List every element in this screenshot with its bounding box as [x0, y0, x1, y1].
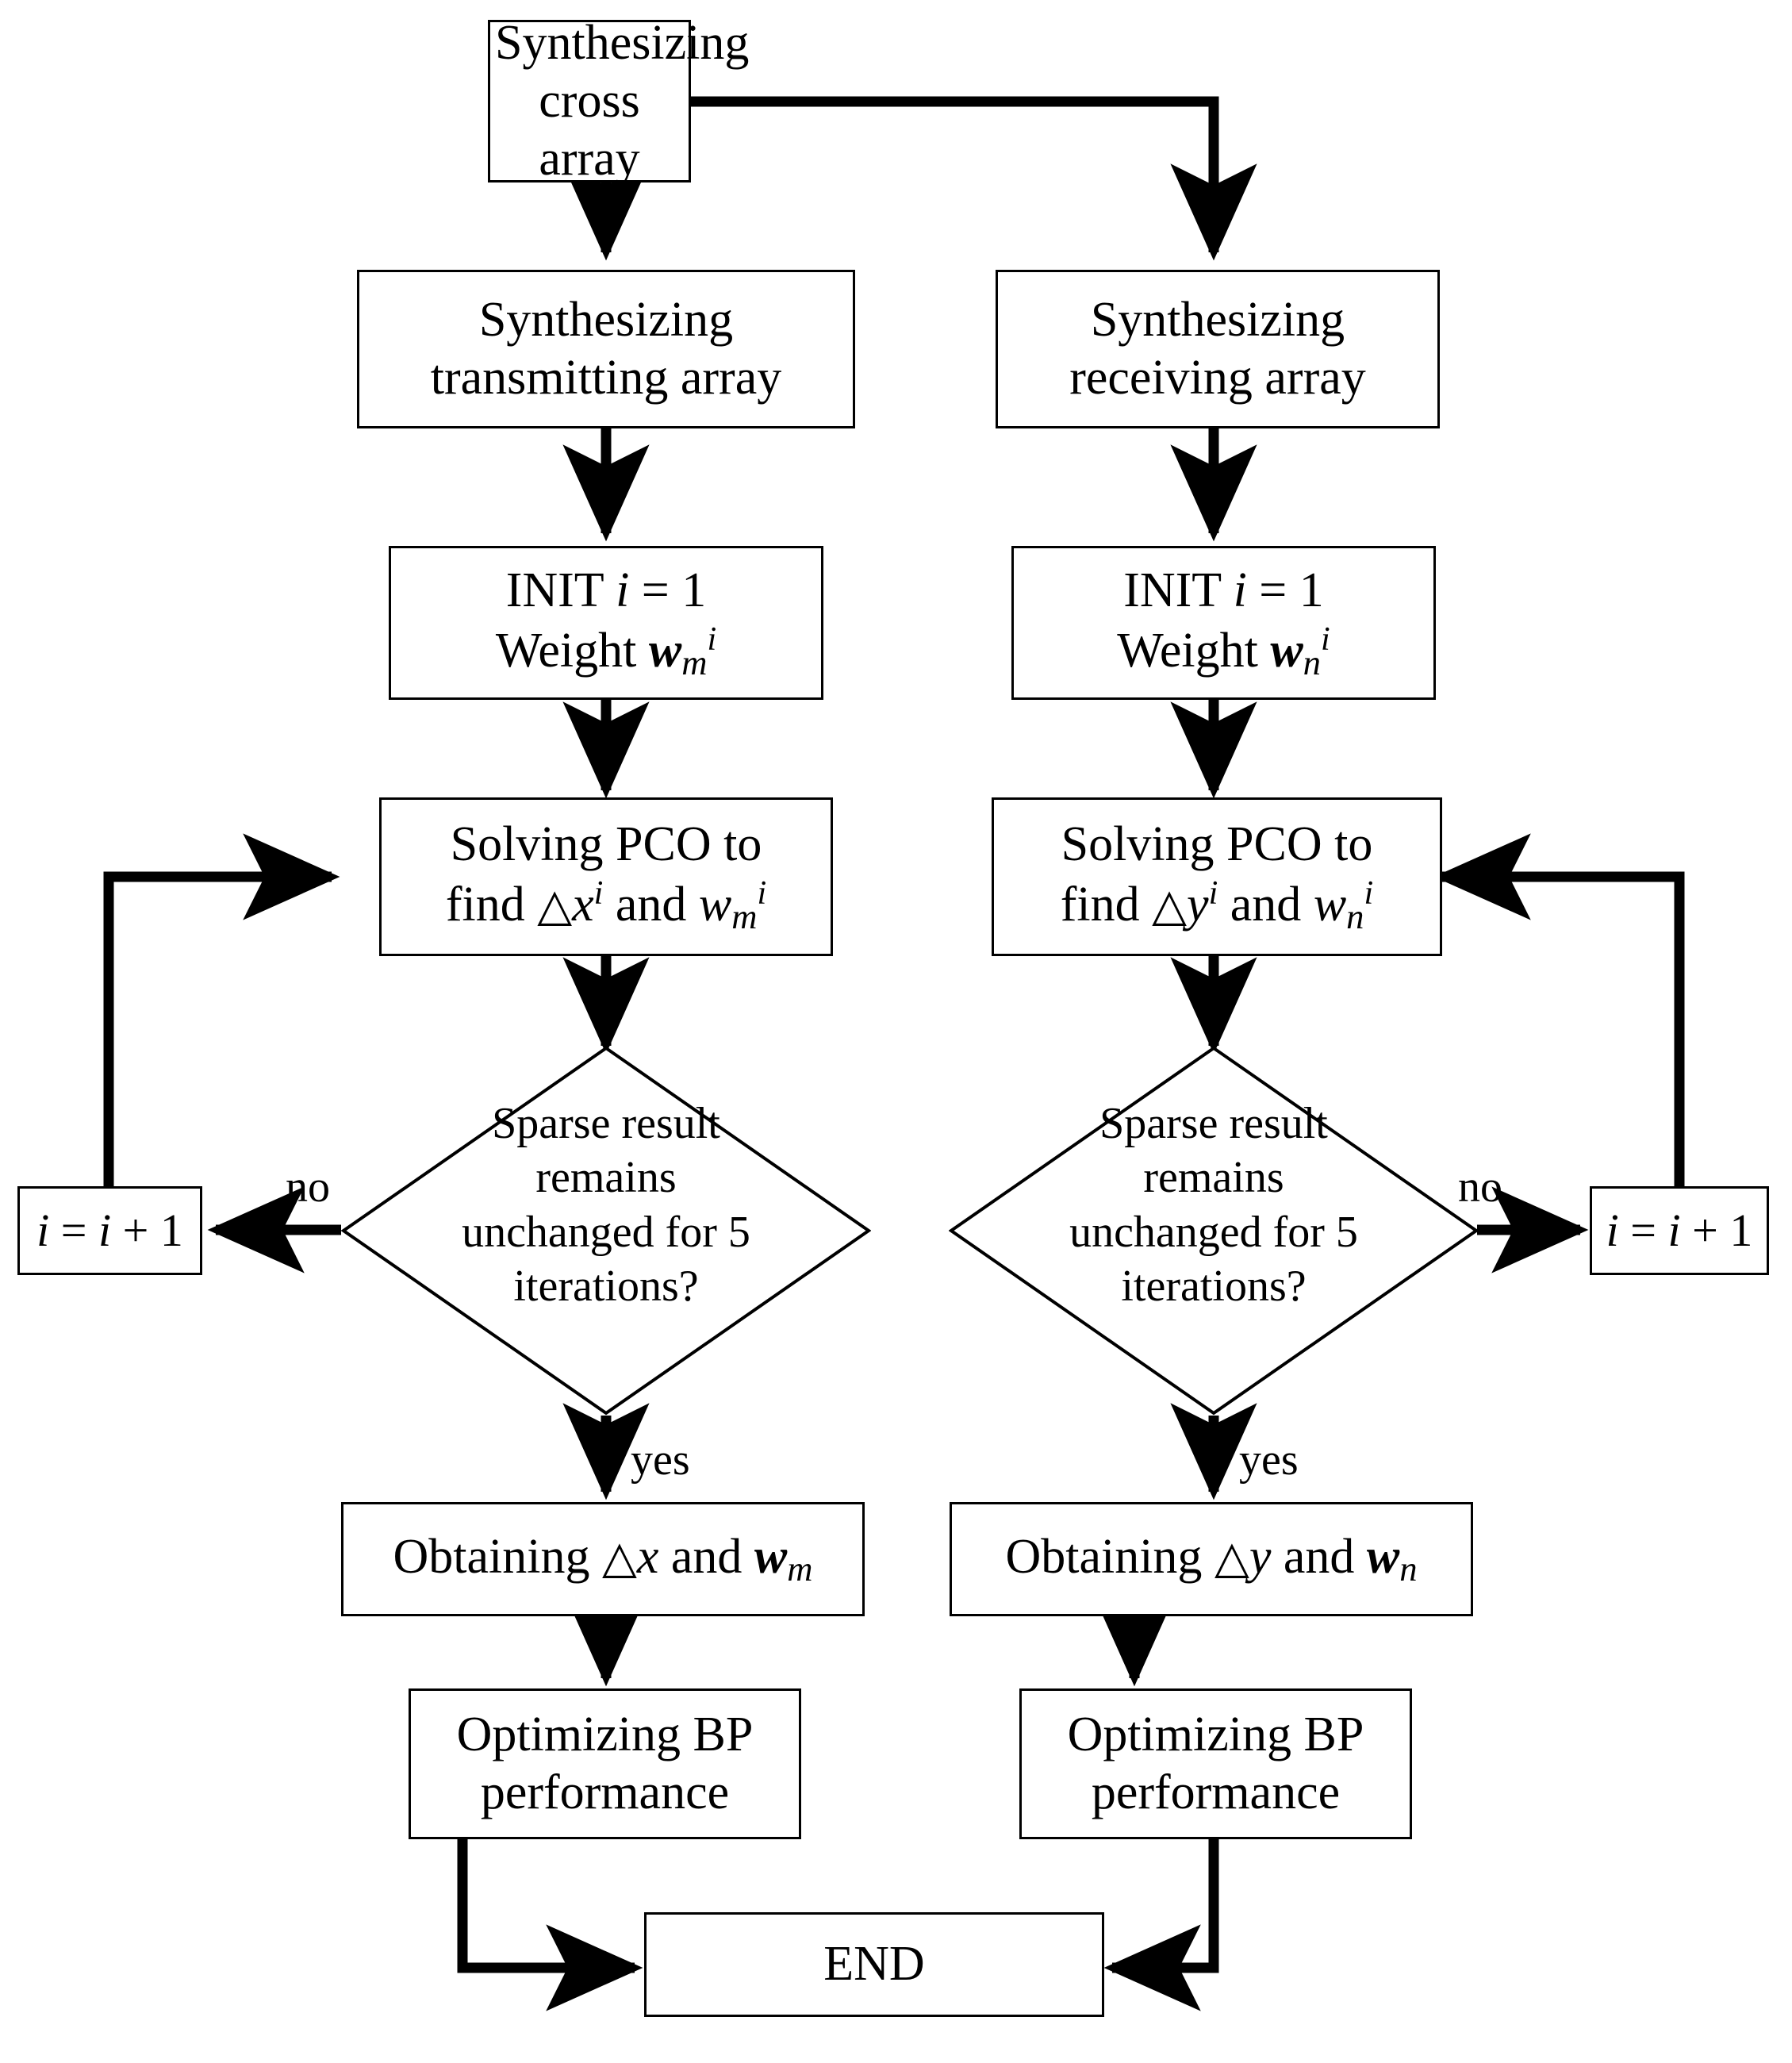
left-pco-delta: △ — [537, 881, 573, 932]
right-decision-diamond-shape[interactable] — [949, 1046, 1479, 1416]
right-increment-text: i = i + 1 — [1606, 1204, 1753, 1256]
left-init-line1: INIT i = 1 — [505, 563, 707, 618]
node-left-optimizing-bp[interactable]: Optimizing BP performance — [409, 1688, 801, 1839]
edge-right-loop-back — [1433, 833, 1685, 1186]
left-init-var-i: i — [616, 563, 630, 618]
right-pco-weight-w: w — [1313, 878, 1347, 932]
left-pco-weight-w: w — [698, 878, 732, 932]
left-init-weight-sup: i — [707, 620, 717, 659]
right-optimize-line2: performance — [1091, 1765, 1341, 1819]
left-synth-line1: Synthesizing — [478, 292, 734, 347]
left-synth-text: Synthesizing transmitting array — [359, 291, 853, 407]
end-label: END — [823, 1937, 925, 1992]
left-obtain-var-x: x — [636, 1530, 659, 1585]
right-init-weight-w: w — [1270, 624, 1303, 678]
edge-start-to-right-synth — [690, 96, 1257, 261]
edge-right-optimize-to-end — [1103, 1839, 1219, 2011]
right-pco-line2: find △yi and wni — [1060, 874, 1374, 937]
node-synthesizing-receiving-array[interactable]: Synthesizing receiving array — [996, 270, 1440, 428]
right-obtain-delta: △ — [1214, 1533, 1249, 1584]
node-synthesizing-transmitting-array[interactable]: Synthesizing transmitting array — [357, 270, 855, 428]
left-pco-line2: find △xi and wmi — [445, 874, 767, 937]
start-line2: cross array — [539, 73, 640, 186]
right-obtain-text: Obtaining △y and wn — [1005, 1530, 1418, 1589]
right-pco-text: Solving PCO to find △yi and wni — [994, 816, 1440, 938]
left-init-weight-w: w — [648, 624, 682, 678]
edge-label-right-yes: yes — [1239, 1435, 1299, 1485]
left-synth-line2: transmitting array — [430, 351, 782, 405]
node-right-solving-pco[interactable]: Solving PCO to find △yi and wni — [992, 797, 1442, 956]
right-synth-text: Synthesizing receiving array — [998, 291, 1437, 407]
node-right-optimizing-bp[interactable]: Optimizing BP performance — [1019, 1688, 1412, 1839]
left-decision-diamond-shape[interactable] — [341, 1046, 871, 1416]
edge-label-right-no: no — [1458, 1162, 1502, 1212]
right-init-text: INIT i = 1 Weight wni — [1014, 562, 1433, 684]
left-init-weight-sub: m — [681, 643, 708, 683]
right-init-var-i: i — [1233, 563, 1247, 618]
start-line1: Synthesizing — [495, 15, 750, 70]
left-obtain-weight-w: w — [754, 1530, 788, 1585]
right-optimize-line1: Optimizing BP — [1067, 1707, 1364, 1761]
left-init-line2: Weight wmi — [495, 620, 717, 683]
node-left-increment[interactable]: i = i + 1 — [17, 1186, 202, 1275]
node-end[interactable]: END — [644, 1912, 1104, 2017]
right-decision-label: Sparse result remains unchanged for 5 it… — [1069, 1099, 1358, 1311]
left-optimize-line1: Optimizing BP — [456, 1707, 754, 1761]
node-right-init[interactable]: INIT i = 1 Weight wni — [1011, 546, 1436, 700]
right-init-line2: Weight wni — [1117, 620, 1330, 683]
left-obtain-text: Obtaining △x and wm — [393, 1530, 813, 1589]
edge-left-optimize-to-end — [457, 1839, 643, 2011]
left-increment-text: i = i + 1 — [36, 1204, 183, 1256]
right-init-weight-sup: i — [1320, 620, 1330, 659]
left-decision-label: Sparse result remains unchanged for 5 it… — [462, 1099, 750, 1311]
left-obtain-delta: △ — [601, 1533, 637, 1584]
right-optimize-text: Optimizing BP performance — [1022, 1706, 1410, 1822]
edge-label-left-no: no — [286, 1162, 330, 1212]
edge-left-loop-back — [103, 833, 340, 1186]
node-right-obtaining[interactable]: Obtaining △y and wn — [950, 1502, 1473, 1616]
right-pco-delta: △ — [1152, 881, 1188, 932]
right-obtain-weight-w: w — [1366, 1530, 1400, 1585]
node-left-init[interactable]: INIT i = 1 Weight wmi — [389, 546, 823, 700]
left-pco-line1: Solving PCO to — [450, 817, 762, 872]
right-synth-line2: receiving array — [1069, 351, 1366, 405]
node-start-text: Synthesizing cross array — [490, 14, 749, 188]
node-right-increment[interactable]: i = i + 1 — [1590, 1186, 1769, 1275]
right-init-line1: INIT i = 1 — [1123, 563, 1324, 618]
right-init-weight-sub: n — [1303, 643, 1321, 683]
right-pco-var-y: y — [1187, 878, 1209, 932]
node-synthesizing-cross-array[interactable]: Synthesizing cross array — [488, 16, 749, 186]
left-init-text: INIT i = 1 Weight wmi — [391, 562, 821, 684]
node-left-solving-pco[interactable]: Solving PCO to find △xi and wmi — [379, 797, 833, 956]
left-optimize-line2: performance — [480, 1765, 730, 1819]
right-obtain-var-y: y — [1249, 1530, 1272, 1585]
right-pco-line1: Solving PCO to — [1061, 817, 1373, 872]
left-pco-var-x: x — [572, 878, 594, 932]
node-left-obtaining[interactable]: Obtaining △x and wm — [341, 1502, 865, 1616]
left-pco-text: Solving PCO to find △xi and wmi — [382, 816, 831, 938]
right-synth-line1: Synthesizing — [1090, 292, 1345, 347]
left-optimize-text: Optimizing BP performance — [411, 1706, 799, 1822]
edge-label-left-yes: yes — [631, 1435, 690, 1485]
